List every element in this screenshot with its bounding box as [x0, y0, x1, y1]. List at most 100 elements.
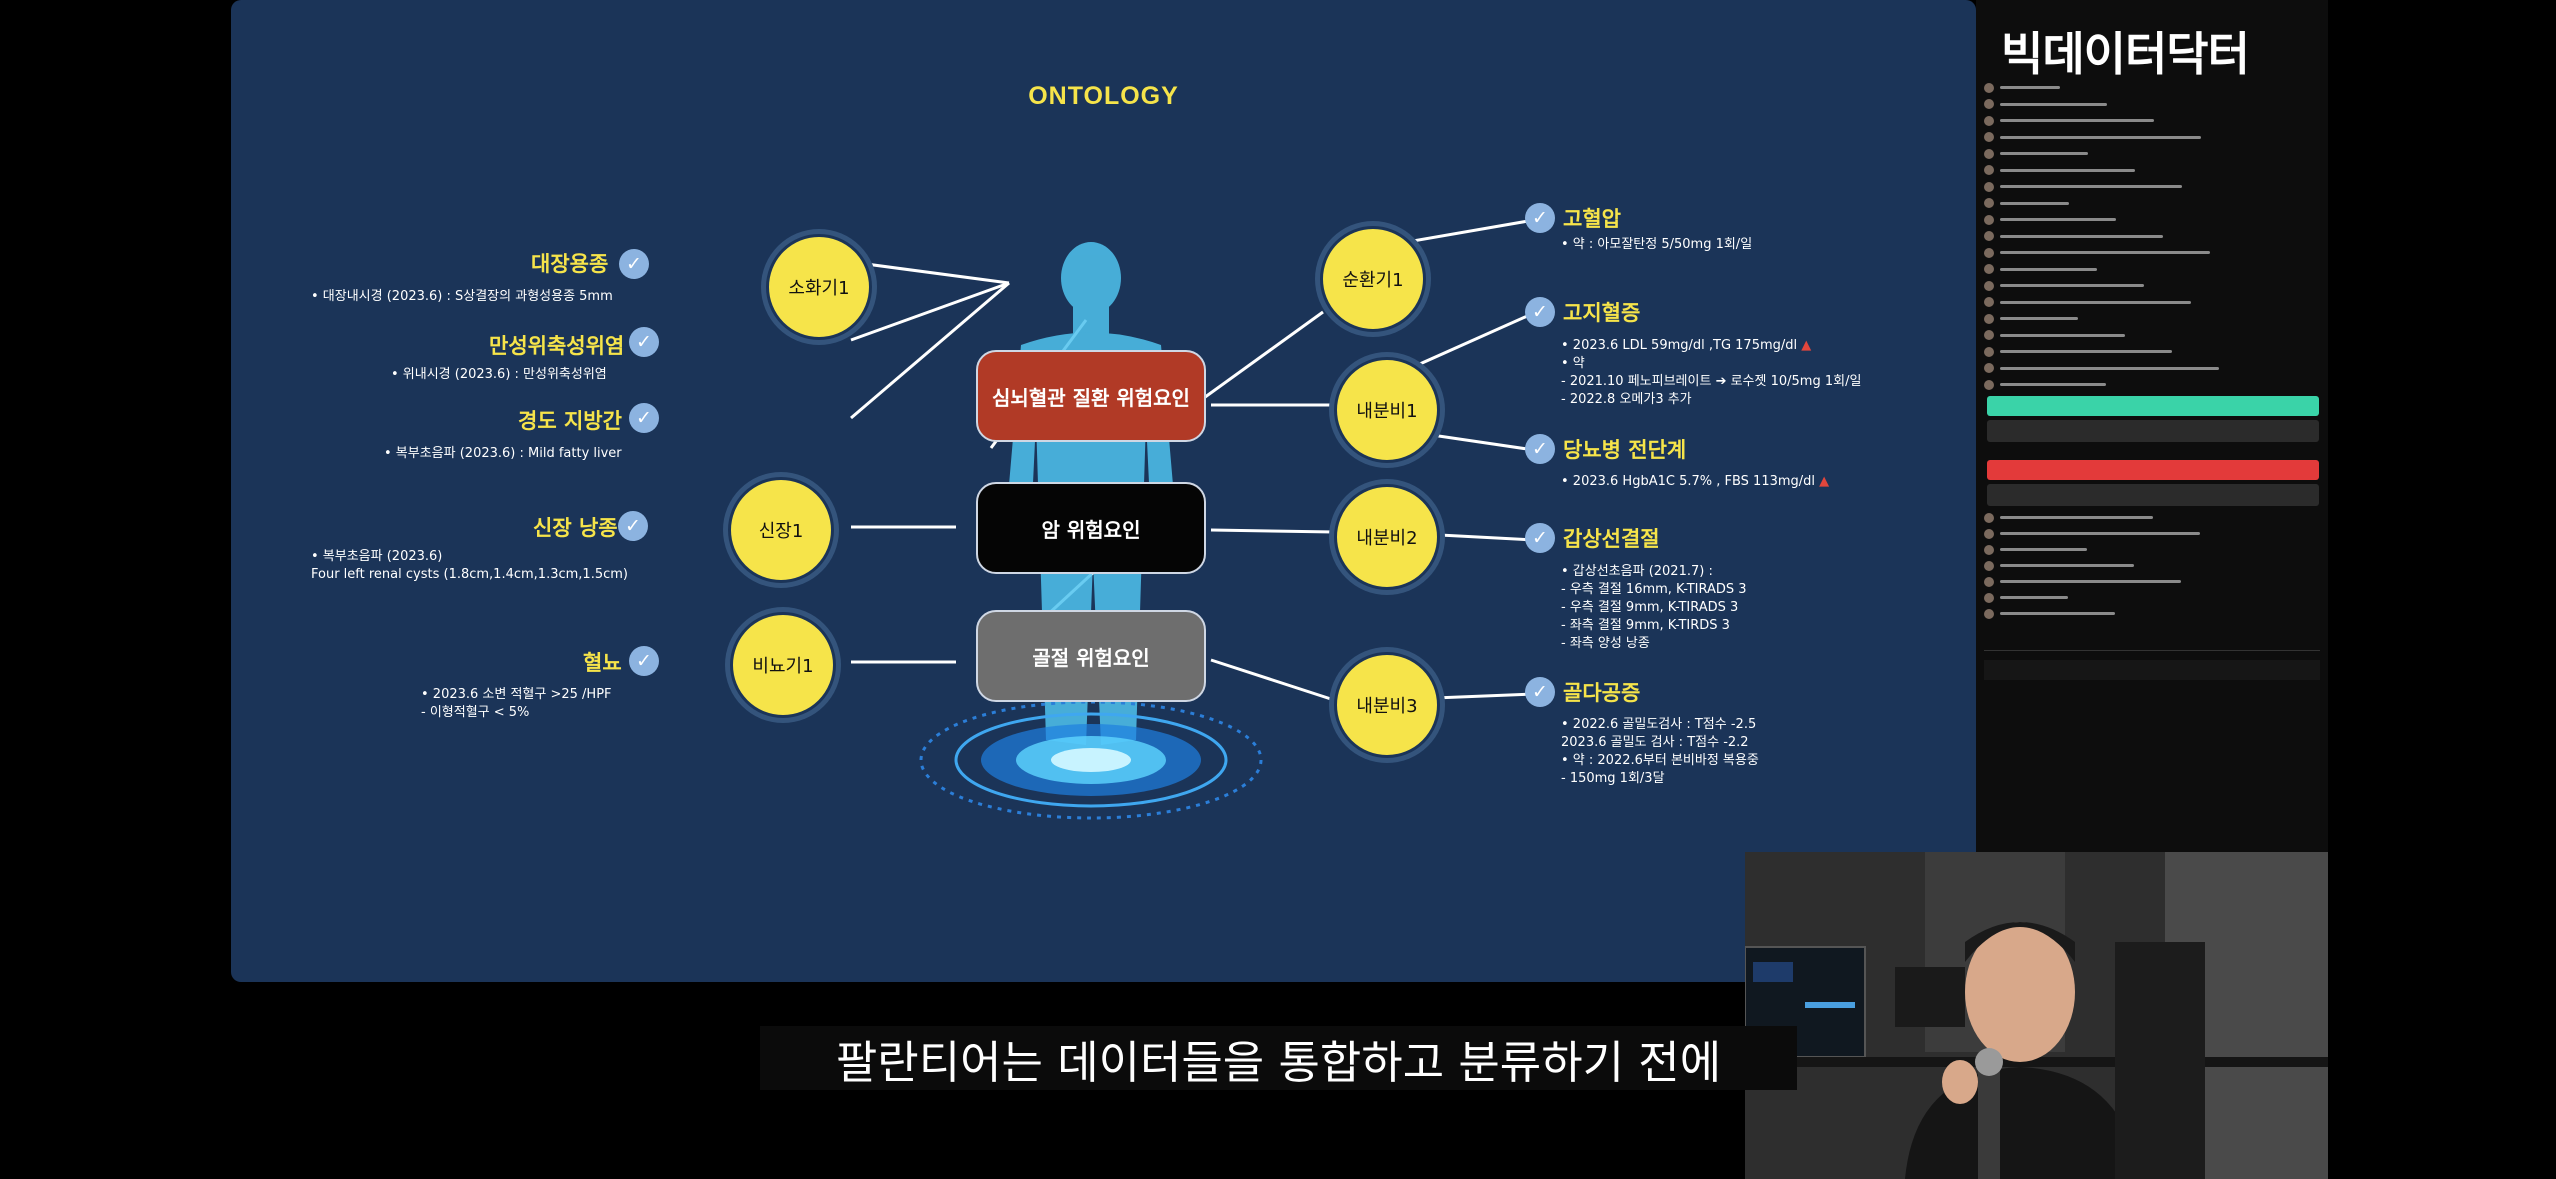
node-endocrine-3: 내분비3	[1334, 652, 1440, 758]
chat-message	[1984, 181, 2182, 192]
avatar	[1984, 99, 1994, 109]
avatar	[1984, 544, 1994, 555]
avatar	[1984, 576, 1994, 587]
avatar	[1984, 560, 1994, 571]
chat-message-text	[2000, 383, 2106, 386]
node-endocrine-1: 내분비1	[1334, 357, 1440, 463]
avatar	[1984, 247, 1994, 258]
chat-message	[1984, 115, 2154, 126]
chat-message	[1984, 247, 2210, 258]
chat-message	[1984, 214, 2116, 225]
chat-message-text	[2000, 516, 2153, 519]
finding-label-osteopenia: 골다공증	[1563, 681, 1641, 705]
chat-message-text	[2000, 251, 2210, 254]
chat-message-text	[2000, 580, 2181, 583]
chat-message	[1984, 165, 2135, 176]
avatar	[1984, 297, 1994, 307]
hub-cancer-risk: 암 위험요인	[976, 482, 1206, 574]
avatar	[1984, 115, 1994, 126]
avatar	[1984, 82, 1994, 93]
check-icon: ✓	[1525, 297, 1555, 327]
check-icon: ✓	[1525, 434, 1555, 464]
slide-title: ONTOLOGY	[1028, 82, 1179, 110]
chat-input[interactable]	[1984, 660, 2320, 680]
avatar	[1984, 313, 1994, 324]
finding-label-hypertension: 고혈압	[1563, 207, 1621, 231]
chat-message-text	[2000, 612, 2115, 615]
chat-message-text	[2000, 300, 2191, 304]
finding-label-gastritis: 만성위축성위염	[489, 334, 625, 358]
chat-message	[1984, 231, 2163, 242]
avatar	[1984, 264, 1994, 274]
chat-message	[1984, 512, 2153, 523]
chat-message	[1984, 608, 2115, 619]
chat-message	[1984, 363, 2219, 374]
check-icon: ✓	[629, 646, 659, 676]
chat-message-text	[2000, 201, 2069, 205]
chat-message-text	[2000, 366, 2219, 370]
finding-details-dyslipidemia: • 2023.6 LDL 59mg/dl ,TG 175mg/dl ▲ • 약 …	[1561, 338, 1862, 407]
chat-message-text	[2000, 119, 2154, 122]
finding-details-prediabetes: • 2023.6 HgbA1C 5.7% , FBS 113mg/dl ▲	[1561, 474, 1830, 489]
avatar	[1984, 132, 1994, 142]
finding-details-colon-polyp: • 대장내시경 (2023.6) : S상결장의 과형성용종 5mm	[311, 289, 613, 304]
chat-message	[1984, 330, 2125, 341]
finding-label-fatty-liver: 경도 지방간	[518, 409, 622, 433]
node-circulatory: 순환기1	[1320, 226, 1426, 332]
chat-message	[1984, 99, 2107, 110]
check-icon: ✓	[629, 327, 659, 357]
node-kidney: 신장1	[728, 477, 834, 583]
avatar	[1984, 512, 1994, 523]
avatar	[1984, 608, 1994, 619]
subtitle-caption: 팔란티어는 데이터들을 통합하고 분류하기 전에	[760, 1026, 1797, 1090]
hub-fracture-risk: 골절 위험요인	[976, 610, 1206, 702]
webcam-feed	[1745, 852, 2328, 1179]
finding-label-renal-cyst: 신장 낭종	[533, 516, 618, 540]
chat-message-text	[2000, 350, 2172, 353]
chat-message-text	[2000, 152, 2088, 155]
avatar	[1984, 330, 1994, 340]
finding-details-hematuria: • 2023.6 소변 적혈구 >25 /HPF - 이형적혈구 < 5%	[421, 687, 612, 720]
chat-message-text	[2000, 564, 2134, 567]
warning-icon: ▲	[1801, 338, 1812, 353]
finding-label-dyslipidemia: 고지혈증	[1563, 301, 1641, 325]
chat-message	[1984, 280, 2144, 291]
chat-message	[1984, 346, 2172, 357]
chat-message-text	[2000, 284, 2144, 287]
channel-brand-logo: 빅데이터닥터	[2001, 27, 2250, 81]
chat-message-text	[2000, 548, 2087, 551]
slide: ONTOLOGY 심뇌혈관 질환 위험요인 암 위험요인 골절 위험요인 소화기…	[231, 0, 1976, 982]
check-icon: ✓	[618, 511, 648, 541]
chat-message	[1984, 198, 2069, 209]
node-digestive: 소화기1	[766, 234, 872, 340]
avatar	[1984, 214, 1994, 225]
chat-message-text	[2000, 86, 2060, 89]
finding-details-fatty-liver: • 복부초음파 (2023.6) : Mild fatty liver	[384, 446, 622, 461]
check-icon: ✓	[1525, 677, 1555, 707]
avatar	[1984, 592, 1994, 603]
avatar	[1984, 165, 1994, 175]
finding-details-gastritis: • 위내시경 (2023.6) : 만성위축성위염	[391, 367, 607, 382]
chat-message-text	[2000, 218, 2116, 221]
avatar	[1984, 280, 1994, 291]
finding-details-osteopenia: • 2022.6 골밀도검사 : T점수 -2.5 2023.6 골밀도 검사 …	[1561, 717, 1759, 786]
avatar	[1984, 198, 1994, 208]
check-icon: ✓	[629, 403, 659, 433]
finding-details-thyroid-nodule: • 갑상선초음파 (2021.7) : - 우측 결절 16mm, K-TIRA…	[1561, 564, 1747, 651]
avatar	[1984, 231, 1994, 241]
finding-details-hypertension: • 약 : 아모잘탄정 5/50mg 1회/일	[1561, 237, 1753, 252]
chat-superchat-banner	[1987, 460, 2319, 480]
chat-message-text	[2000, 102, 2107, 106]
chat-message	[1984, 560, 2134, 571]
avatar	[1984, 379, 1994, 390]
chat-message	[1984, 264, 2097, 275]
node-urinary: 비뇨기1	[730, 612, 836, 718]
chat-message	[1984, 132, 2201, 143]
check-icon: ✓	[1525, 523, 1555, 553]
chat-message	[1984, 592, 2068, 603]
chat-message	[1984, 528, 2200, 539]
node-endocrine-2: 내분비2	[1334, 484, 1440, 590]
avatar	[1984, 148, 1994, 159]
chat-message-text	[2000, 317, 2078, 320]
chat-message-text	[2000, 333, 2125, 337]
